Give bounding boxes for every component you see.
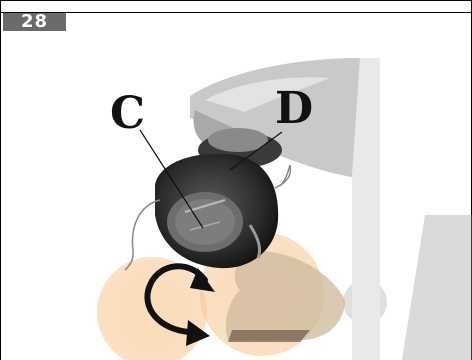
callout-label-d: D — [275, 87, 313, 131]
spool-head — [155, 128, 282, 268]
callout-label-c: C — [110, 92, 145, 136]
